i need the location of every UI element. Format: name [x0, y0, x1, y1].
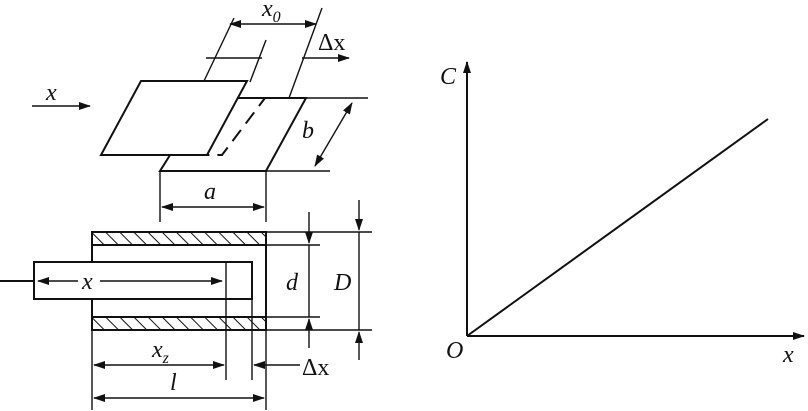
x-inner-label: x — [81, 269, 93, 295]
x-inner-label-bg — [78, 268, 100, 292]
outer-wall-bottom — [91, 316, 267, 331]
a-label: a — [204, 179, 216, 205]
xz-label: xz — [151, 337, 170, 367]
capacitance-line — [466, 118, 769, 337]
capacitance-graph: C x O — [440, 61, 805, 368]
y-axis-label: C — [440, 64, 457, 90]
parallel-plate-diagram: x x0 Δx b a — [32, 0, 368, 222]
b-dimension — [314, 102, 353, 167]
origin-label: O — [446, 338, 463, 364]
l-label: l — [170, 370, 177, 396]
delta-x-top-label: Δx — [318, 30, 345, 56]
delta-x-bottom-label: Δx — [302, 355, 329, 381]
D-label: D — [333, 270, 351, 296]
hidden-plate-edge — [207, 97, 268, 156]
x-direction-label: x — [45, 80, 57, 106]
x0-extension-left — [203, 17, 235, 82]
b-label: b — [302, 118, 314, 144]
delta-x-extension — [249, 39, 267, 83]
x0-label: x0 — [261, 0, 281, 26]
x-axis-label: x — [782, 342, 794, 368]
d-label: d — [286, 270, 299, 296]
outer-wall-top — [91, 231, 267, 246]
cylindrical-capacitor-diagram: x d D xz Δx l — [0, 200, 372, 410]
